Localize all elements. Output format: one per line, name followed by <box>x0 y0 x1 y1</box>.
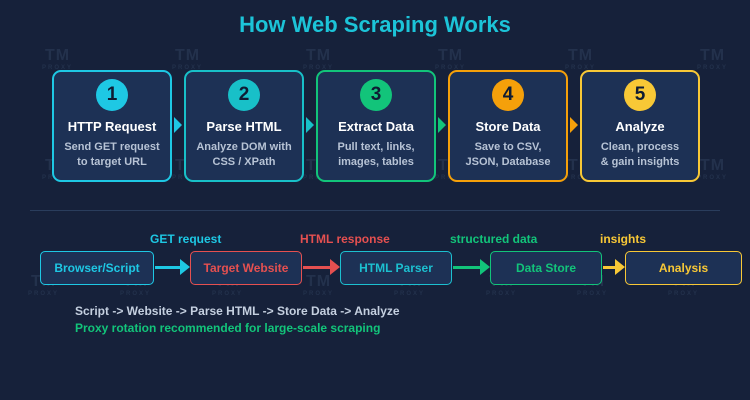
step-card-4: 4 Store Data Save to CSV,JSON, Database <box>448 70 568 182</box>
edge-label: structured data <box>450 232 538 246</box>
step-title: Parse HTML <box>206 119 282 134</box>
step-description: Clean, process& gain insights <box>600 141 680 168</box>
arrow-icon <box>174 117 182 133</box>
arrowhead-icon <box>480 259 490 275</box>
step-description: Pull text, links,images, tables <box>337 141 415 168</box>
flow-node: Analysis <box>625 251 742 285</box>
step-title: Extract Data <box>338 119 414 134</box>
arrow-icon <box>306 117 314 133</box>
step-title: HTTP Request <box>67 119 157 134</box>
step-number-badge: 1 <box>96 79 128 111</box>
step-number-badge: 2 <box>228 79 260 111</box>
summary-note: Script -> Website -> Parse HTML -> Store… <box>75 304 400 318</box>
step-number-badge: 4 <box>492 79 524 111</box>
step-card-5: 5 Analyze Clean, process& gain insights <box>580 70 700 182</box>
flow-node: HTML Parser <box>340 251 452 285</box>
flow-node: Data Store <box>490 251 602 285</box>
edge-label: HTML response <box>300 232 390 246</box>
step-title: Analyze <box>615 119 665 134</box>
step-number-badge: 3 <box>360 79 392 111</box>
step-description: Save to CSV,JSON, Database <box>465 141 551 168</box>
arrow-icon <box>570 117 578 133</box>
flow-edge <box>603 266 617 269</box>
edge-label: insights <box>600 232 647 246</box>
flow-edge <box>155 266 182 269</box>
flow-edge <box>303 266 332 269</box>
flow-node: Target Website <box>190 251 302 285</box>
diagram-title: How Web Scraping Works <box>239 12 511 37</box>
step-title: Store Data <box>475 119 541 134</box>
flow-node: Browser/Script <box>40 251 154 285</box>
arrowhead-icon <box>615 259 625 275</box>
proxy-tip: Proxy rotation recommended for large-sca… <box>75 321 381 335</box>
flow-edge <box>453 266 482 269</box>
edge-label: GET request <box>150 232 222 246</box>
arrowhead-icon <box>180 259 190 275</box>
divider <box>30 210 720 211</box>
arrowhead-icon <box>330 259 340 275</box>
step-card-3: 3 Extract Data Pull text, links,images, … <box>316 70 436 182</box>
arrow-icon <box>438 117 446 133</box>
step-number-badge: 5 <box>624 79 656 111</box>
